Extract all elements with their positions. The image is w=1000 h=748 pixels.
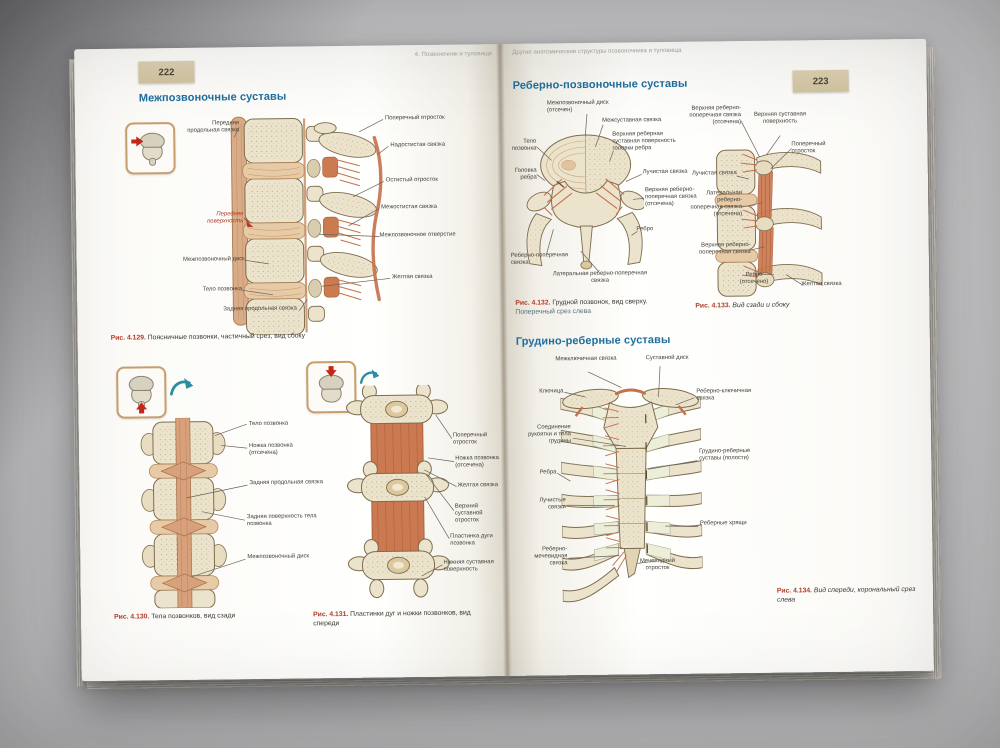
- figure-label: Ребро (отсечено): [739, 271, 769, 286]
- fig-4-129-illustration: [230, 116, 383, 336]
- figure-label: Тело позвонка: [202, 286, 243, 293]
- orientation-icon-box: [306, 360, 357, 414]
- figure-caption-text: Тела позвонков, вид сзади: [151, 612, 236, 621]
- figure-caption-number: Рис. 4.134.: [776, 587, 813, 595]
- figure-label: Межсуставная связка: [602, 117, 662, 124]
- figure-label: Желтая связка: [801, 280, 842, 288]
- figure-label: Верхняя суставная поверхность: [753, 111, 807, 125]
- figure-label: Латеральная реберно-поперечная связка (о…: [690, 190, 743, 218]
- figure-label: Лучистая связка: [642, 168, 688, 176]
- running-header: Другие анатомические структуры позвоночн…: [512, 46, 682, 56]
- figure-caption-number: Рис. 4.132.: [515, 299, 551, 307]
- figure-label: Нижняя суставная поверхность: [443, 559, 494, 573]
- figure-label: Межпозвоночный диск: [247, 553, 310, 561]
- figure-label: Латеральная реберно-поперечная связка: [552, 270, 648, 284]
- figure-label: Задняя продольная связка: [249, 479, 324, 487]
- orientation-icon-box: [125, 122, 176, 175]
- figure-label: Верхняя реберно-поперечная связка (отсеч…: [689, 105, 742, 126]
- running-header: 4. Позвоночник и туловище: [414, 50, 493, 59]
- figure-caption: Рис. 4.131. Пластинки дуг и ножки позвон…: [313, 609, 493, 629]
- figure-label: Передняя продольная связка: [187, 120, 240, 134]
- figure-caption: Рис. 4.132. Грудной позвонок, вид сверху…: [515, 298, 660, 317]
- figure-label: Лучистые связки: [539, 497, 566, 511]
- figure-label: Поперечный отросток: [452, 432, 488, 446]
- section-title: Реберно-позвоночные суставы: [512, 77, 688, 92]
- view-direction-marker: [131, 136, 144, 147]
- figure-label: Лучистая связка: [691, 170, 737, 177]
- fig-4-133-illustration: [714, 149, 823, 297]
- figure-label: Межключичная связка: [555, 355, 617, 363]
- page-number-tab: 223: [792, 69, 849, 93]
- figure-label: Межпозвоночный диск (отсечен): [546, 99, 609, 114]
- figure-label: Остистый отросток: [385, 176, 438, 184]
- figure-label: Межостистая связка: [381, 203, 438, 211]
- vertebra-orientation-icon: [131, 132, 165, 166]
- vertebra-orientation-icon: [318, 366, 344, 403]
- figure-caption-text: Грудной позвонок, вид сверху.: [552, 298, 648, 307]
- figure-label: Поперечный отросток: [385, 114, 445, 122]
- figure-label: Тело позвонка: [511, 138, 537, 152]
- figure-caption-number: Рис. 4.129.: [110, 334, 146, 342]
- figure-label: Реберно-поперечная связка: [510, 252, 569, 266]
- fig-4-130-illustration: [140, 417, 227, 609]
- figure-label: Ребра: [539, 469, 557, 476]
- view-direction-arrow-icon: [168, 376, 196, 405]
- figure-label: Грудино-реберные суставы (полости): [699, 447, 751, 462]
- view-direction-arrow-icon: [358, 367, 382, 392]
- figure-label: Мечевидный отросток: [639, 557, 676, 572]
- fig-4-134-illustration: [560, 388, 704, 603]
- figure-label: Поперечный отросток: [791, 141, 826, 155]
- figure-label: Соединение рукоятки и тела грудины: [528, 424, 572, 445]
- figure-label: Верхний суставной отросток: [454, 503, 483, 524]
- section-title: Межпозвоночные суставы: [138, 90, 287, 105]
- figure-label: Пластинка дуги позвонка: [450, 533, 493, 547]
- view-direction-marker: [136, 402, 148, 414]
- figure-label: Ножка позвонка (отсечена): [248, 442, 293, 457]
- figure-label: Тело позвонка: [248, 420, 289, 428]
- figure-caption-number: Рис. 4.130.: [114, 613, 150, 621]
- page-left: 222 4. Позвоночник и туловище Межпозвоно…: [74, 44, 504, 682]
- section-title: Грудино-реберные суставы: [515, 333, 671, 348]
- figure-label: Межпозвоночный диск: [183, 256, 245, 263]
- figure-caption: Рис. 4.130. Тела позвонков, вид сзади: [114, 612, 269, 623]
- figure-caption-number: Рис. 4.131.: [313, 610, 349, 619]
- page-number-tab: 222: [138, 60, 195, 84]
- figure-label: Передняя поверхность: [207, 211, 244, 225]
- view-direction-marker: [325, 366, 337, 378]
- figure-label: Задняя продольная связка: [223, 305, 297, 313]
- figure-caption-text: Поясничные позвонки, частичный срез, вид…: [147, 332, 306, 342]
- orientation-icon-box: [116, 366, 167, 419]
- figure-label: Суставной диск: [645, 354, 689, 362]
- figure-label: Верхняя реберная суставная поверхность г…: [612, 131, 676, 152]
- figure-label: Реберно-ключичная связка: [696, 387, 752, 402]
- figure-label: Реберно-мечевидная связка: [534, 546, 568, 567]
- figure-caption-number: Рис. 4.133.: [695, 302, 731, 310]
- figure-label: Верхняя реберно-поперечная связка: [699, 241, 751, 256]
- figure-label: Задняя поверхность тела позвонка: [246, 513, 317, 528]
- figure-label: Ножка позвонка (отсечена): [455, 455, 499, 469]
- figure-label: Надостистая связка: [390, 141, 446, 149]
- figure-label: Реберные хрящи: [699, 520, 747, 527]
- open-book: 222 4. Позвоночник и туловище Межпозвоно…: [69, 38, 942, 691]
- figure-label: Ключица: [539, 388, 564, 395]
- figure-caption: Рис. 4.134. Вид спереди, корональный сре…: [777, 586, 919, 605]
- figure-label: Ребро: [636, 226, 654, 233]
- figure-caption-subtext: Поперечный срез слева: [515, 307, 592, 316]
- figure-label: Головка ребра: [514, 167, 537, 181]
- figure-label: Желтая связка: [457, 482, 499, 489]
- figure-caption: Рис. 4.133. Вид сзади и сбоку: [695, 301, 835, 312]
- figure-caption: Рис. 4.129. Поясничные позвонки, частичн…: [111, 331, 456, 344]
- figure-label: Желтая связка: [391, 273, 433, 281]
- vertebra-orientation-icon: [128, 375, 154, 414]
- page-right: Другие анатомические структуры позвоночн…: [504, 38, 934, 676]
- figure-caption-text: Вид сзади и сбоку: [732, 301, 790, 310]
- figure-label: Межпозвоночное отверстие: [379, 231, 456, 239]
- fig-4-131-illustration: [346, 384, 450, 599]
